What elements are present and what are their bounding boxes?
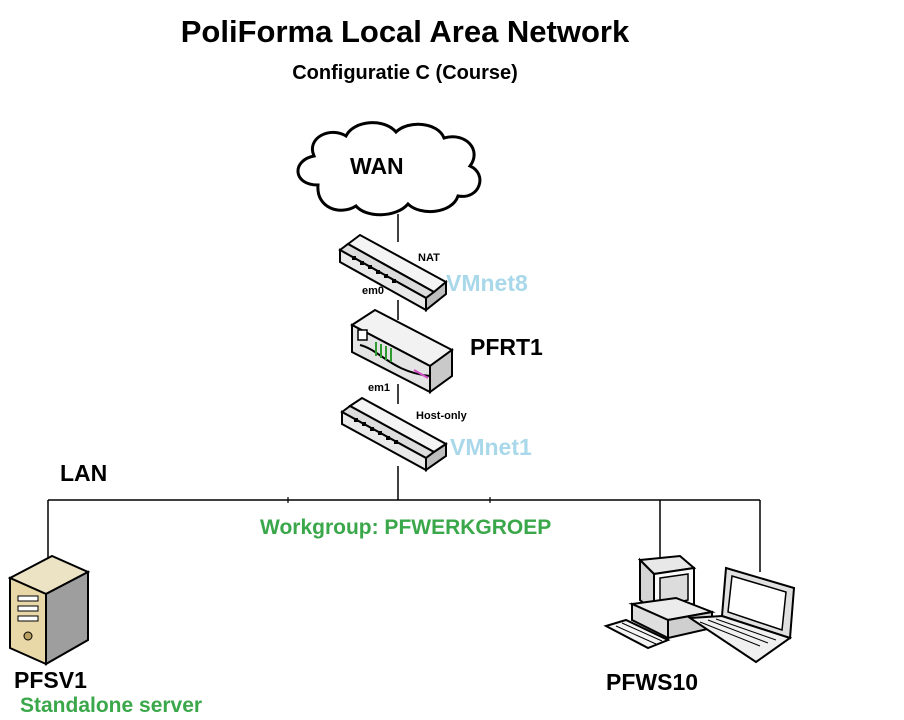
wan-label: WAN xyxy=(350,153,404,179)
desktop-pc-icon xyxy=(603,554,716,650)
switch-vmnet8-icon xyxy=(338,233,448,313)
em0-label: em0 xyxy=(362,285,385,297)
vmnet8-label: VMnet8 xyxy=(446,270,528,296)
nat-port-label: NAT xyxy=(418,252,440,264)
lan-bus xyxy=(47,497,761,572)
host-only-port-label: Host-only xyxy=(416,410,467,422)
router-icon xyxy=(350,308,454,394)
em1-label: em1 xyxy=(368,382,391,394)
server-icon xyxy=(7,554,91,666)
workstation-name: PFWS10 xyxy=(606,669,699,695)
vmnet1-label: VMnet1 xyxy=(450,434,532,460)
server-role: Standalone server xyxy=(20,694,203,717)
server-name: PFSV1 xyxy=(14,667,87,693)
diagram-subtitle: Configuratie C (Course) xyxy=(292,62,518,84)
lan-label: LAN xyxy=(60,460,108,486)
wan-cloud-icon xyxy=(296,121,482,217)
router-name: PFRT1 xyxy=(470,334,543,360)
laptop-icon xyxy=(686,566,796,664)
diagram-title: PoliForma Local Area Network xyxy=(180,14,630,49)
switch-vmnet1-icon xyxy=(340,396,448,472)
workgroup-label: Workgroup: PFWERKGROEP xyxy=(260,516,552,539)
